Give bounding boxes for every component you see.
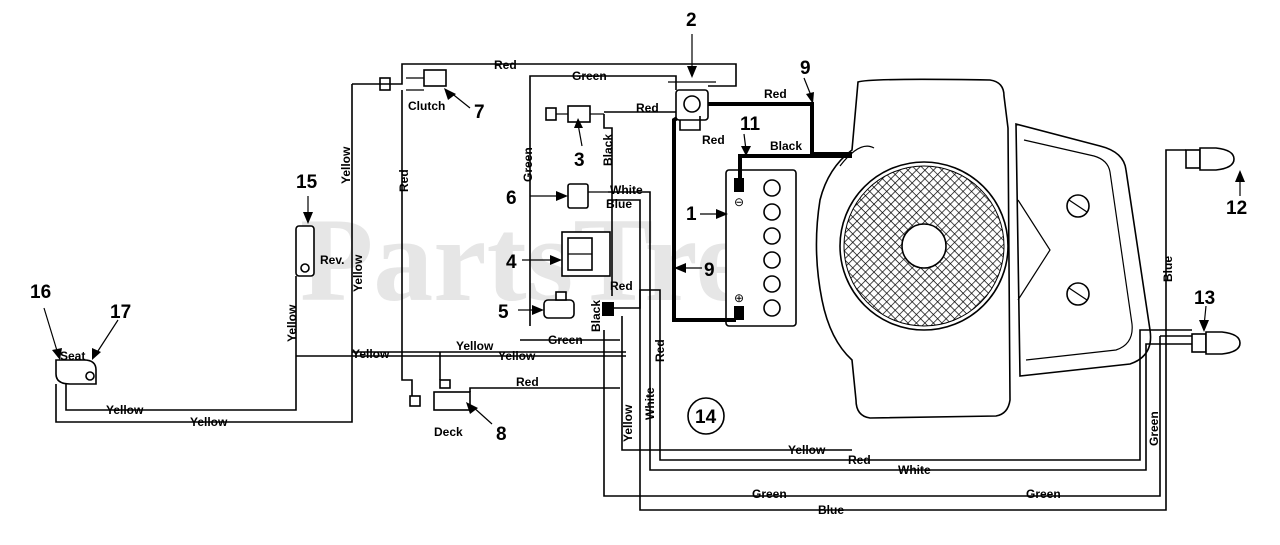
part-number-16: 16	[30, 282, 51, 303]
part-number-8: 8	[496, 424, 507, 445]
wire-label-red-mod: Red	[610, 279, 633, 293]
wire-label-green-bottom2: Green	[1026, 487, 1061, 501]
part-number-1: 1	[686, 204, 697, 225]
wire-label-yellow-h2: Yellow	[456, 339, 494, 353]
wire-label-green-h: Green	[548, 333, 583, 347]
wire-label-yellow-h1: Yellow	[352, 347, 390, 361]
solenoid	[668, 81, 716, 121]
wire-label-blue-right: Blue	[1161, 256, 1175, 282]
wire-label-red-starter: Red	[764, 87, 787, 101]
battery-cable-black	[738, 154, 852, 178]
circuit-breaker	[561, 231, 611, 277]
deck-switch: Deck	[409, 379, 471, 439]
part-number-13: 13	[1194, 288, 1215, 309]
clutch-label: Clutch	[408, 99, 445, 113]
part-number-2: 2	[686, 10, 697, 31]
part-number-15: 15	[296, 172, 318, 193]
wire-label-black-key: Black	[601, 134, 615, 166]
wire-label-yellow-bottom: Yellow	[788, 443, 826, 457]
part-number-12: 12	[1226, 198, 1247, 219]
wire-label-red-bottom: Red	[848, 453, 871, 467]
engine	[815, 78, 1152, 419]
wire-label-blue-ign: Blue	[606, 197, 632, 211]
clutch-switch: Clutch	[379, 69, 447, 113]
key-switch	[545, 105, 604, 123]
part-number-4: 4	[506, 252, 517, 273]
part-number-6: 6	[506, 188, 517, 209]
seat-switch: Seat	[55, 349, 97, 385]
battery-neg-label: ⊖	[734, 195, 744, 209]
wire-label-red-mid: Red	[397, 169, 411, 192]
wire-label-yellow-seat1: Yellow	[106, 403, 144, 417]
wire-label-red-solenoid: Red	[636, 101, 659, 115]
battery-neg-terminal	[734, 178, 744, 192]
wire-label-yellow-h3: Yellow	[498, 349, 536, 363]
wire-label-white-bottom: White	[898, 463, 931, 477]
deck-label: Deck	[434, 425, 463, 439]
wire-label-green-right: Green	[1147, 411, 1161, 446]
wire-label-yellow-rev: Yellow	[339, 146, 353, 184]
wire-label-yellow-v: Yellow	[285, 304, 299, 342]
wire-label-red-top: Red	[494, 58, 517, 72]
battery-pos-label: ⊕	[734, 291, 744, 305]
battery: ⊖ ⊕	[725, 169, 797, 327]
wire-label-white-ign: White	[610, 183, 643, 197]
wire-label-yellow-v2: Yellow	[621, 404, 635, 442]
headlight-upper	[1185, 147, 1235, 171]
reverse-switch: Rev.	[295, 225, 344, 277]
wire-label-red-solenoid-2: Red	[702, 133, 725, 147]
wire-label-blue-bottom: Blue	[818, 503, 844, 517]
wire-label-green-bottom1: Green	[752, 487, 787, 501]
headlight-lower	[1191, 331, 1241, 355]
wire-label-yellow-seat2: Yellow	[190, 415, 228, 429]
part-14-circle	[687, 397, 725, 435]
wire-labels: Red Green Red Red Red Black Black Green …	[106, 58, 1175, 517]
part-number-3: 3	[574, 150, 585, 171]
part-number-17: 17	[110, 302, 131, 323]
part-number-11: 11	[740, 114, 761, 135]
wire-label-yellow-mid: Yellow	[351, 254, 365, 292]
wire-label-red-deck: Red	[516, 375, 539, 389]
wire-label-green-key: Green	[521, 147, 535, 182]
part-number-9-top: 9	[800, 58, 811, 79]
seat-label: Seat	[60, 349, 85, 363]
callout-arrows	[43, 34, 1245, 435]
fuel-solenoid	[543, 291, 614, 319]
reverse-label: Rev.	[320, 253, 344, 267]
wire-label-white-v: White	[643, 387, 657, 420]
part-number-14: 14	[695, 407, 717, 428]
wires	[55, 63, 1192, 511]
wire-label-green-top: Green	[572, 69, 607, 83]
part-number-5: 5	[498, 302, 509, 323]
part-number-7: 7	[474, 102, 485, 123]
wire-label-black-starter: Black	[770, 139, 802, 153]
wire-label-black-mod: Black	[589, 300, 603, 332]
battery-pos-terminal	[734, 306, 744, 320]
part-number-9-mid: 9	[704, 260, 715, 281]
wire-label-red-v: Red	[653, 339, 667, 362]
part-numbers: 2 9 11 3 6 4 5 7 8 1 9 12 13 14 15 16 17	[30, 10, 1247, 445]
